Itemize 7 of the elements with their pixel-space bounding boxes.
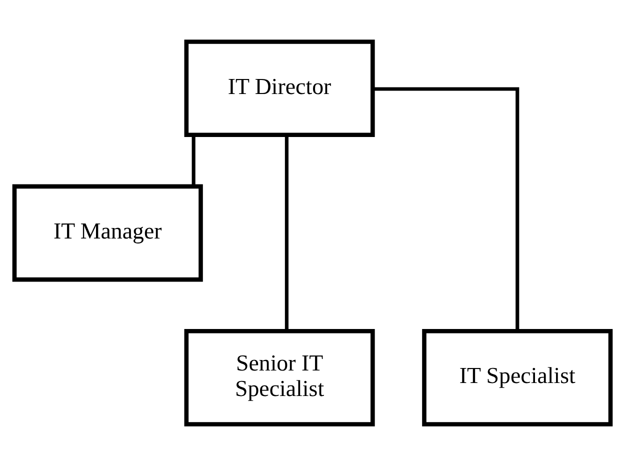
node-box: IT Director xyxy=(184,40,375,138)
node-box: IT Manager xyxy=(12,184,203,282)
connector xyxy=(372,87,520,331)
node-box: Senior IT Specialist xyxy=(184,329,375,426)
node-box: IT Specialist xyxy=(422,329,613,426)
connector xyxy=(192,134,196,186)
connector xyxy=(284,135,288,332)
